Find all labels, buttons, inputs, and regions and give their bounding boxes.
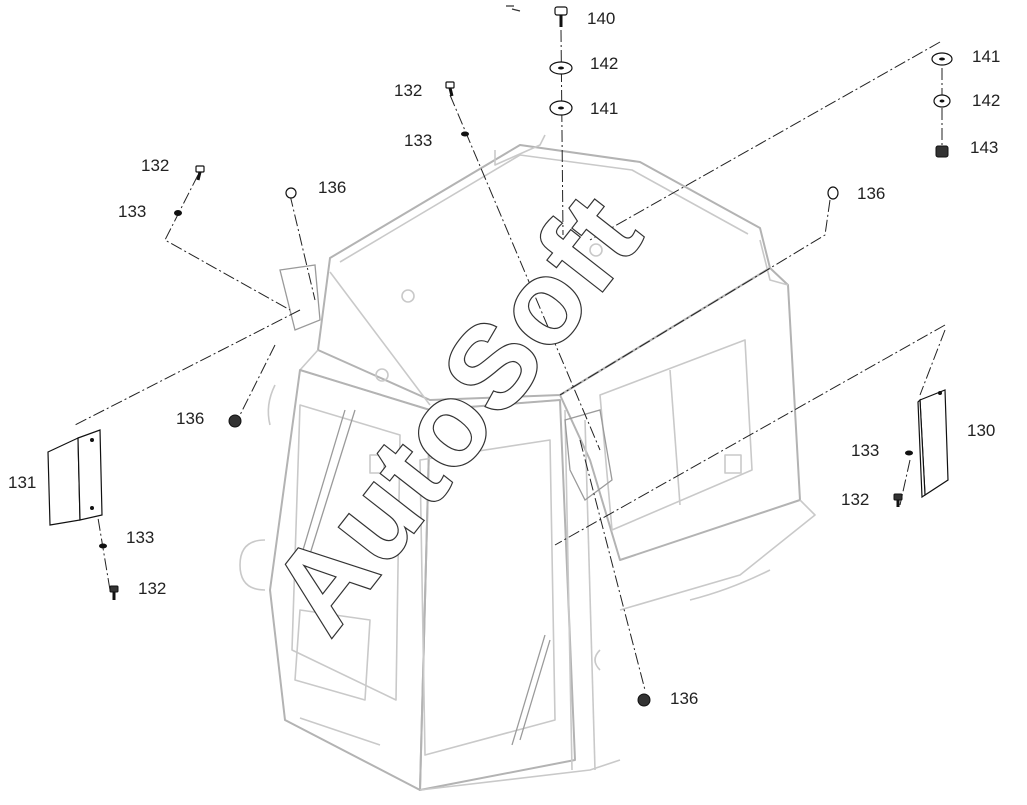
bracket-130-icon — [917, 389, 949, 499]
callout-132-right: 132 — [841, 490, 869, 509]
callout-142: 142 — [590, 54, 618, 73]
washer-133-top-icon — [461, 131, 469, 137]
washer-133-topleft-icon — [174, 210, 182, 216]
callout-142-right: 142 — [972, 91, 1000, 110]
callout-133-topmid: 133 — [404, 131, 432, 150]
callout-141: 141 — [590, 99, 618, 118]
cap-136-bottom-icon — [637, 693, 651, 707]
callout-141-right: 141 — [972, 47, 1000, 66]
nut-143-icon — [935, 145, 949, 158]
cab-drawing — [239, 134, 816, 791]
callout-132-topleft: 132 — [141, 156, 169, 175]
screw-132-left-icon — [109, 585, 119, 600]
callout-140: 140 — [587, 9, 615, 28]
watermark: AutoSoft — [246, 170, 666, 656]
callout-136-topleft: 136 — [318, 178, 346, 197]
bolt-140-icon — [554, 6, 568, 27]
callout-143: 143 — [970, 138, 998, 157]
screw-132-right-icon — [893, 493, 903, 507]
callout-labels: 140 142 141 141 142 143 132 133 132 133 … — [8, 9, 1000, 708]
nut-136-left-icon — [228, 414, 242, 428]
washer-133-right-icon — [905, 450, 913, 456]
callout-130: 130 — [967, 421, 995, 440]
callout-136-topright: 136 — [857, 184, 885, 203]
callout-136-bottom: 136 — [670, 689, 698, 708]
callout-133-left: 133 — [126, 528, 154, 547]
callout-133-right: 133 — [851, 441, 879, 460]
callout-133-topleft: 133 — [118, 202, 146, 221]
cap-136-topright-icon — [827, 186, 839, 200]
callout-131: 131 — [8, 473, 36, 492]
callout-132-topmid: 132 — [394, 81, 422, 100]
screw-132-top-icon — [445, 81, 455, 97]
leader-lines — [74, 29, 946, 691]
callout-136-left: 136 — [176, 409, 204, 428]
hardware-parts — [47, 5, 953, 707]
washer-133-left-icon — [99, 543, 107, 549]
screw-132-topleft-icon — [195, 165, 205, 181]
bracket-131-icon — [47, 429, 103, 526]
cap-136-topleft-icon — [285, 187, 297, 199]
callout-132-left: 132 — [138, 579, 166, 598]
